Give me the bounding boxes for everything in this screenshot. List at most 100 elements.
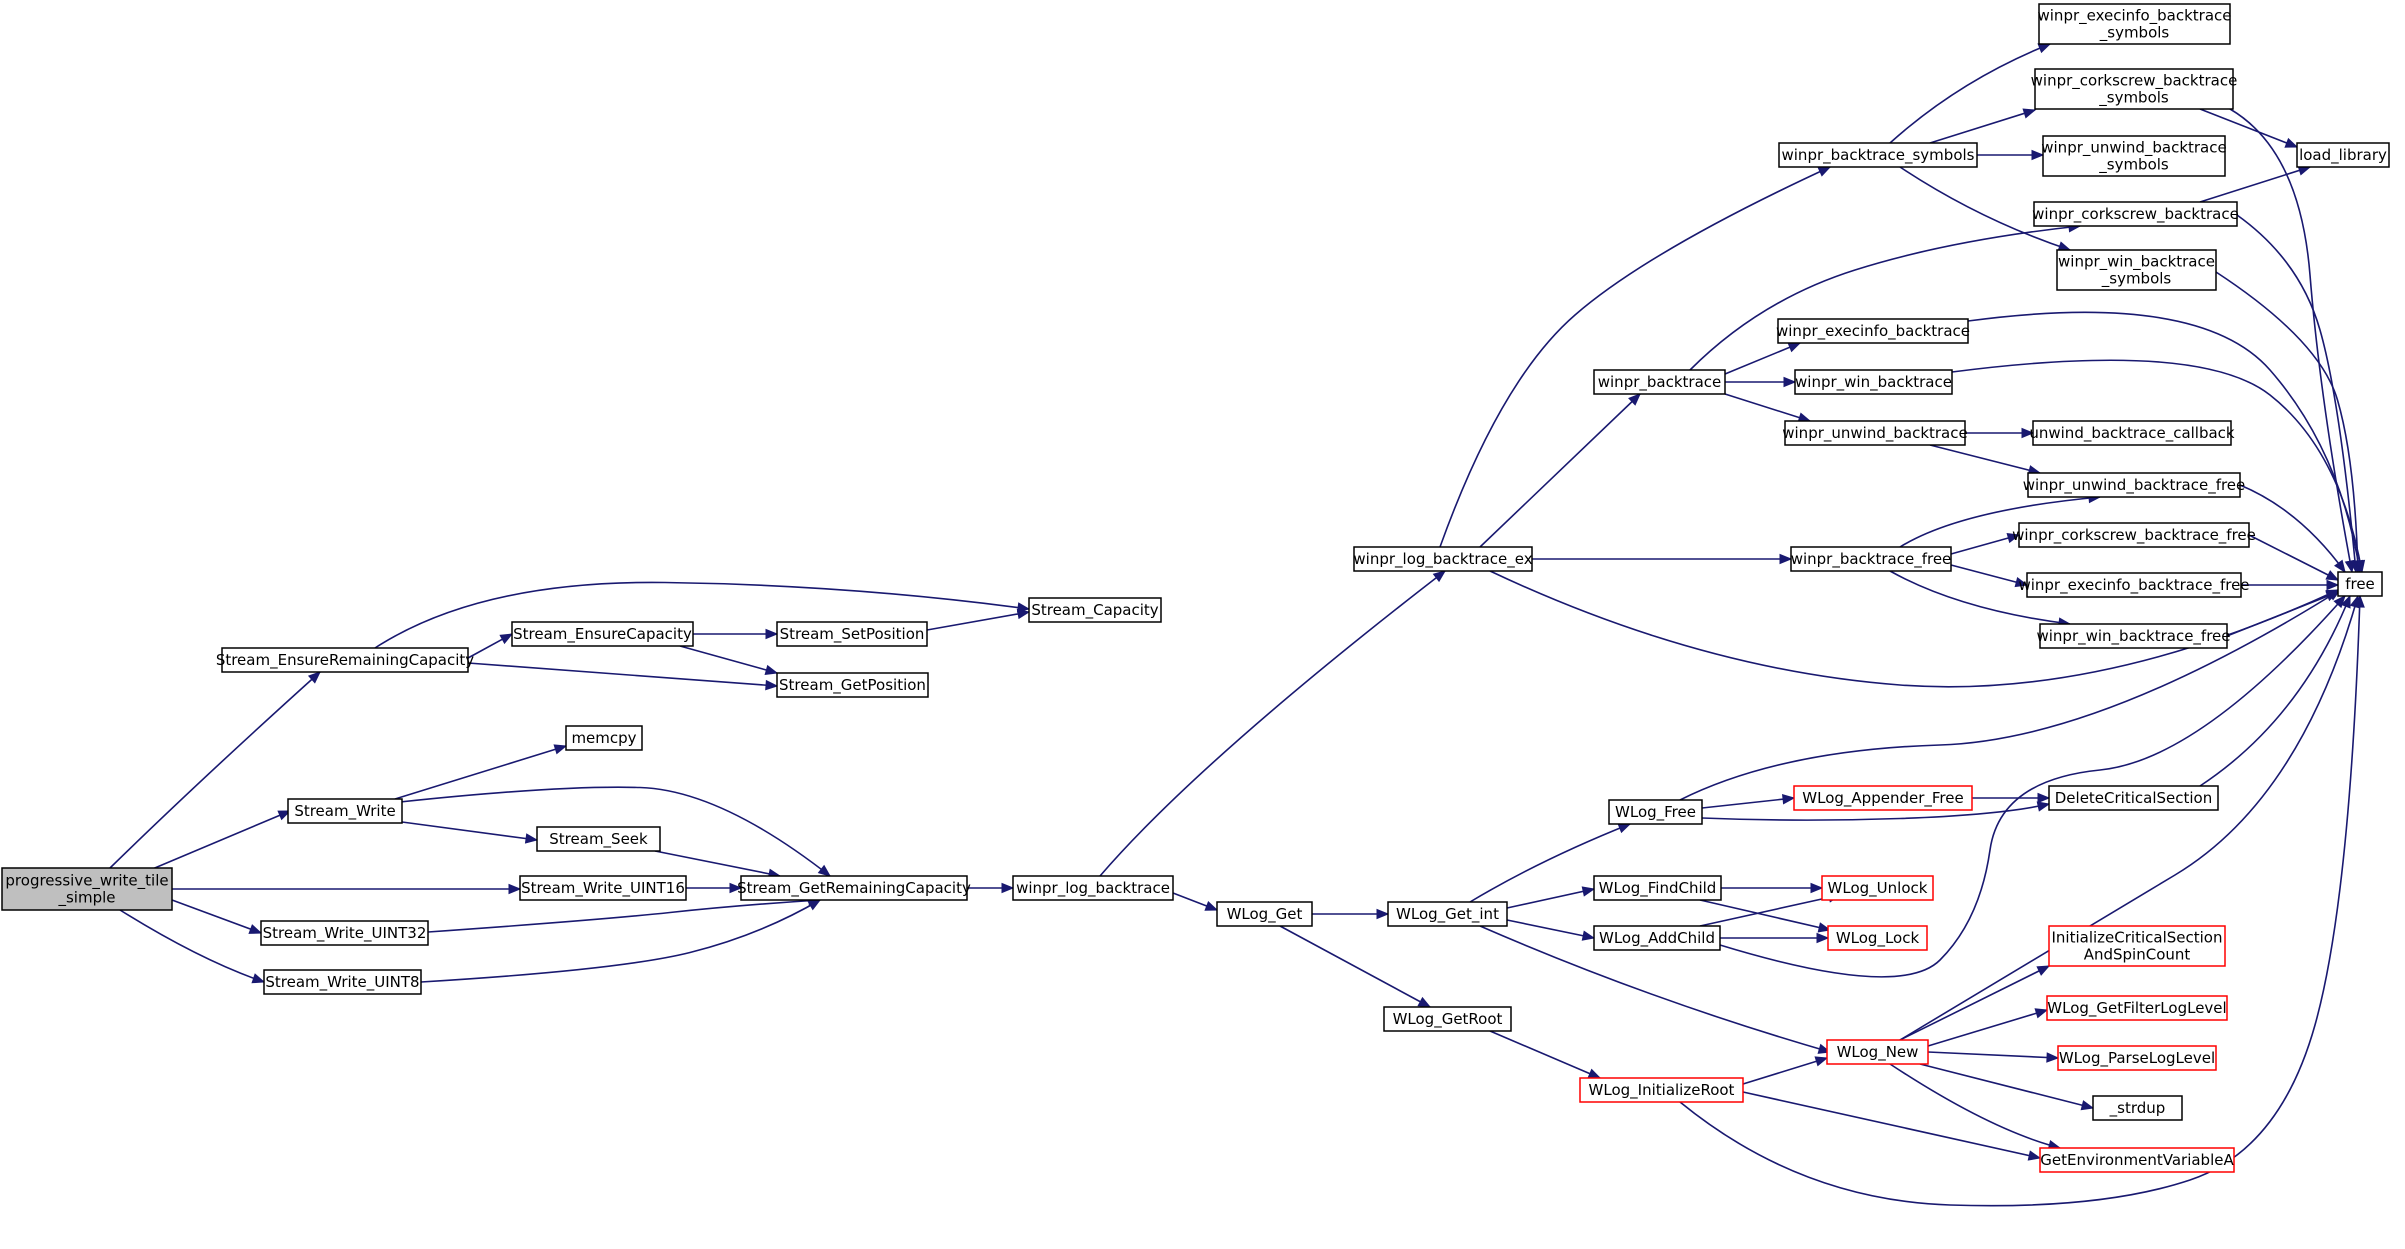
node-box[interactable]	[740, 875, 968, 901]
node-box[interactable]	[1778, 142, 1978, 168]
node-wnew[interactable]: WLog_New	[1826, 1039, 1929, 1065]
node-wir[interactable]: WLog_InitializeRoot	[1579, 1077, 1744, 1103]
node-wcbf[interactable]: winpr_corkscrew_backtrace_free	[2012, 522, 2256, 548]
node-box[interactable]	[1784, 420, 1966, 446]
node-memcpy[interactable]: memcpy	[565, 725, 643, 751]
node-box[interactable]	[1793, 785, 1973, 811]
node-box[interactable]	[1794, 369, 1953, 395]
node-box[interactable]	[2018, 522, 2250, 548]
node-box[interactable]	[1383, 1006, 1512, 1032]
node-wcbs[interactable]: winpr_corkscrew_backtrace_symbols	[2031, 68, 2238, 110]
node-wpll[interactable]: WLog_ParseLogLevel	[2057, 1045, 2217, 1071]
node-sgrc[interactable]: Stream_GetRemainingCapacity	[737, 875, 971, 901]
node-wlock[interactable]: WLog_Lock	[1827, 925, 1928, 951]
node-box[interactable]	[2027, 472, 2241, 498]
node-wfree[interactable]: WLog_Free	[1608, 799, 1703, 825]
node-box[interactable]	[1593, 875, 1722, 901]
node-box[interactable]	[519, 875, 687, 901]
node-box[interactable]	[2337, 571, 2383, 597]
node-sw16[interactable]: Stream_Write_UINT16	[519, 875, 687, 901]
node-webs[interactable]: winpr_execinfo_backtrace_symbols	[2038, 3, 2232, 45]
node-wbf[interactable]: winpr_backtrace_free	[1790, 546, 1952, 572]
node-box[interactable]	[287, 798, 403, 824]
node-pwts[interactable]: progressive_write_tile_simple	[1, 867, 173, 911]
node-dcs[interactable]: DeleteCriticalSection	[2048, 785, 2219, 811]
node-wcb[interactable]: winpr_corkscrew_backtrace	[2032, 201, 2239, 227]
node-box[interactable]	[1827, 925, 1928, 951]
node-wlb[interactable]: winpr_log_backtrace	[1012, 875, 1174, 901]
node-wac[interactable]: WLog_AddChild	[1593, 925, 1721, 951]
node-box[interactable]	[2034, 68, 2234, 110]
node-sw32[interactable]: Stream_Write_UINT32	[260, 920, 429, 946]
node-box[interactable]	[2092, 1095, 2183, 1121]
node-wlget[interactable]: WLog_Get	[1216, 901, 1313, 927]
node-sec[interactable]: Stream_EnsureCapacity	[511, 621, 694, 647]
node-gev[interactable]: GetEnvironmentVariableA	[2039, 1147, 2235, 1173]
node-box[interactable]	[776, 621, 928, 647]
node-sw[interactable]: Stream_Write	[287, 798, 403, 824]
node-serc[interactable]: Stream_EnsureRemainingCapacity	[216, 647, 474, 673]
node-box[interactable]	[2026, 572, 2242, 598]
node-box[interactable]	[2038, 3, 2231, 45]
node-loadlib[interactable]: load_library	[2296, 142, 2390, 168]
node-sgp[interactable]: Stream_GetPosition	[776, 672, 929, 698]
node-wapf[interactable]: WLog_Appender_Free	[1793, 785, 1973, 811]
node-wubs[interactable]: winpr_unwind_backtrace_symbols	[2041, 135, 2227, 177]
node-wubf[interactable]: winpr_unwind_backtrace_free	[2023, 472, 2246, 498]
node-box[interactable]	[1826, 1039, 1929, 1065]
node-wwb[interactable]: winpr_win_backtrace	[1794, 369, 1953, 395]
node-box[interactable]	[1579, 1077, 1744, 1103]
node-box[interactable]	[2039, 1147, 2235, 1173]
node-free[interactable]: free	[2337, 571, 2383, 597]
node-box[interactable]	[2056, 249, 2217, 291]
node-box[interactable]	[565, 725, 643, 751]
node-box[interactable]	[1028, 597, 1162, 623]
node-box[interactable]	[263, 969, 422, 995]
node-box[interactable]	[2057, 1045, 2217, 1071]
node-box[interactable]	[2046, 995, 2228, 1021]
node-wgfl[interactable]: WLog_GetFilterLogLevel	[2046, 995, 2228, 1021]
node-wlbe[interactable]: winpr_log_backtrace_ex	[1353, 546, 1533, 572]
node-box[interactable]	[1593, 369, 1726, 395]
node-box[interactable]	[1353, 546, 1533, 572]
node-scap[interactable]: Stream_Capacity	[1028, 597, 1162, 623]
node-wub[interactable]: winpr_unwind_backtrace	[1782, 420, 1968, 446]
node-box[interactable]	[536, 826, 661, 852]
node-box[interactable]	[1216, 901, 1313, 927]
node-wfc[interactable]: WLog_FindChild	[1593, 875, 1722, 901]
node-wwbs[interactable]: winpr_win_backtrace_symbols	[2056, 249, 2217, 291]
node-box[interactable]	[1777, 318, 1969, 344]
node-box[interactable]	[511, 621, 694, 647]
node-box[interactable]	[776, 672, 929, 698]
node-ubc[interactable]: unwind_backtrace_callback	[2029, 420, 2235, 446]
node-box[interactable]	[2039, 623, 2228, 649]
node-box[interactable]	[260, 920, 429, 946]
node-box[interactable]	[2048, 925, 2226, 967]
node-strdup[interactable]: _strdup	[2092, 1095, 2183, 1121]
node-wwbf[interactable]: winpr_win_backtrace_free	[2036, 623, 2231, 649]
node-ssp[interactable]: Stream_SetPosition	[776, 621, 928, 647]
node-box[interactable]	[2048, 785, 2219, 811]
node-box[interactable]	[2032, 420, 2232, 446]
node-wgi[interactable]: WLog_Get_int	[1387, 901, 1508, 927]
node-box[interactable]	[2033, 201, 2238, 227]
node-box[interactable]	[1593, 925, 1721, 951]
node-box[interactable]	[1790, 546, 1952, 572]
node-box[interactable]	[221, 647, 469, 673]
node-box[interactable]	[1, 867, 173, 911]
node-box[interactable]	[1387, 901, 1508, 927]
node-wgr[interactable]: WLog_GetRoot	[1383, 1006, 1512, 1032]
node-box[interactable]	[1608, 799, 1703, 825]
node-webf[interactable]: winpr_execinfo_backtrace_free	[2018, 572, 2250, 598]
node-box[interactable]	[1012, 875, 1174, 901]
node-wbs[interactable]: winpr_backtrace_symbols	[1778, 142, 1978, 168]
node-box[interactable]	[2296, 142, 2390, 168]
node-sseek[interactable]: Stream_Seek	[536, 826, 661, 852]
node-web[interactable]: winpr_execinfo_backtrace	[1776, 318, 1970, 344]
node-sw8[interactable]: Stream_Write_UINT8	[263, 969, 422, 995]
node-box[interactable]	[1821, 875, 1934, 901]
node-box[interactable]	[2042, 135, 2226, 177]
node-wb[interactable]: winpr_backtrace	[1593, 369, 1726, 395]
node-wunlock[interactable]: WLog_Unlock	[1821, 875, 1934, 901]
